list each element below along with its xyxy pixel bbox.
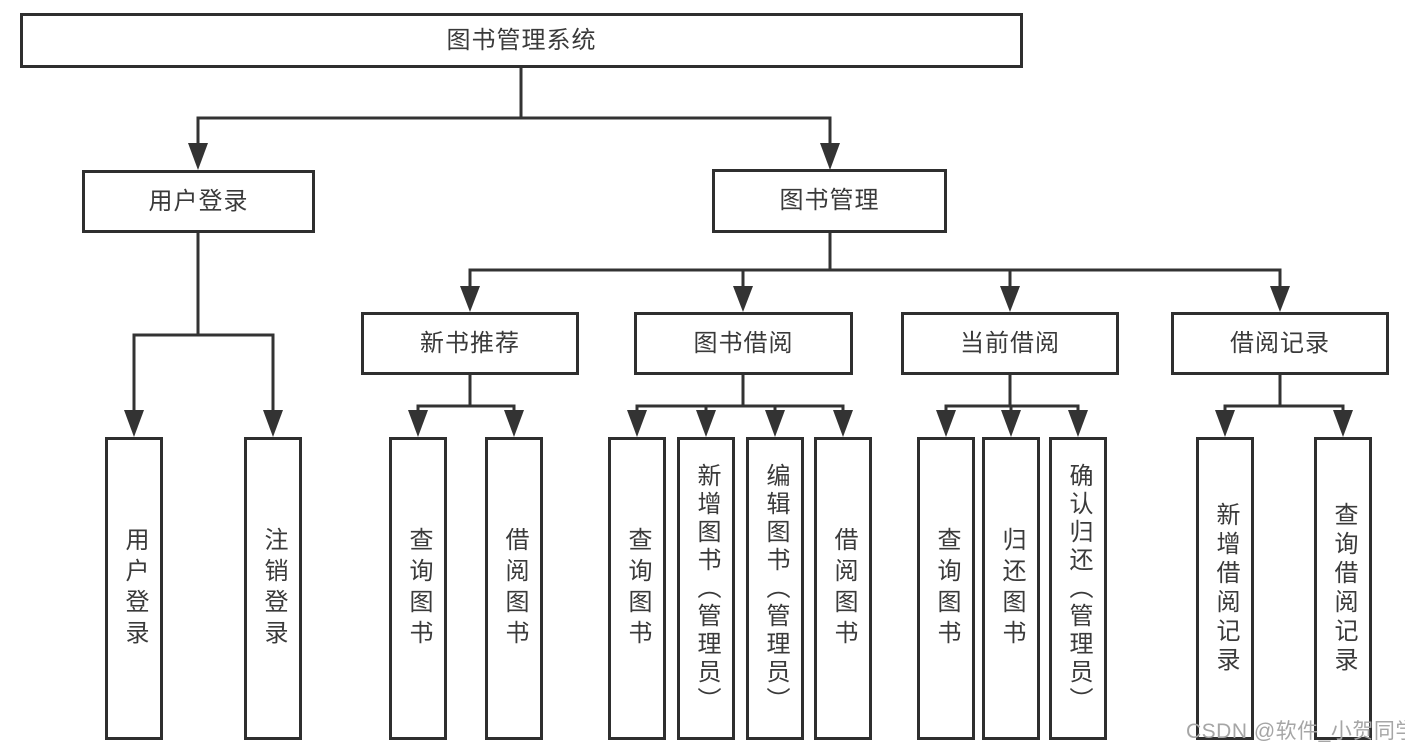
arrow-down-icon (188, 143, 208, 170)
arrow-down-icon (765, 410, 785, 437)
node-new-book-recommend: 新书推荐 (361, 312, 579, 375)
arrow-down-icon (1333, 410, 1353, 437)
leaf-logout-login: 注销登录 (244, 437, 302, 740)
arrow-down-icon (627, 410, 647, 437)
arrow-down-icon (408, 410, 428, 437)
leaf-borrowing-query-book: 查询图书 (608, 437, 666, 740)
leaf-borrowing-edit-book-admin: 编辑图书（管理员） (746, 437, 804, 740)
leaf-newrec-borrow-book: 借阅图书 (485, 437, 543, 740)
node-user-login: 用户登录 (82, 170, 315, 233)
leaf-records-query-borrow-record: 查询借阅记录 (1314, 437, 1372, 740)
arrow-down-icon (1270, 286, 1290, 312)
leaf-current-return-book: 归还图书 (982, 437, 1040, 740)
arrow-down-icon (1215, 410, 1235, 437)
leaf-current-query-book: 查询图书 (917, 437, 975, 740)
arrow-down-icon (696, 410, 716, 437)
arrow-down-icon (124, 410, 144, 437)
arrow-down-icon (504, 410, 524, 437)
arrow-down-icon (263, 410, 283, 437)
node-current-borrowing: 当前借阅 (901, 312, 1119, 375)
node-book-borrowing: 图书借阅 (634, 312, 853, 375)
arrowheads (124, 143, 1353, 437)
leaf-borrowing-borrow-book: 借阅图书 (814, 437, 872, 740)
leaf-user-login: 用户登录 (105, 437, 163, 740)
arrow-down-icon (833, 410, 853, 437)
leaf-newrec-query-book: 查询图书 (389, 437, 447, 740)
node-library-system: 图书管理系统 (20, 13, 1023, 68)
arrow-down-icon (936, 410, 956, 437)
arrow-down-icon (1000, 286, 1020, 312)
leaf-current-confirm-return-admin: 确认归还（管理员） (1049, 437, 1107, 740)
node-book-management: 图书管理 (712, 169, 947, 233)
leaf-borrowing-add-book-admin: 新增图书（管理员） (677, 437, 735, 740)
arrow-down-icon (733, 286, 753, 312)
arrow-down-icon (820, 143, 840, 170)
leaf-records-add-borrow-record: 新增借阅记录 (1196, 437, 1254, 740)
arrow-down-icon (1001, 410, 1021, 437)
arrow-down-icon (1068, 410, 1088, 437)
arrow-down-icon (460, 286, 480, 312)
node-borrow-records: 借阅记录 (1171, 312, 1389, 375)
csdn-watermark: CSDN @软件_小贺同学 (1186, 720, 1405, 743)
